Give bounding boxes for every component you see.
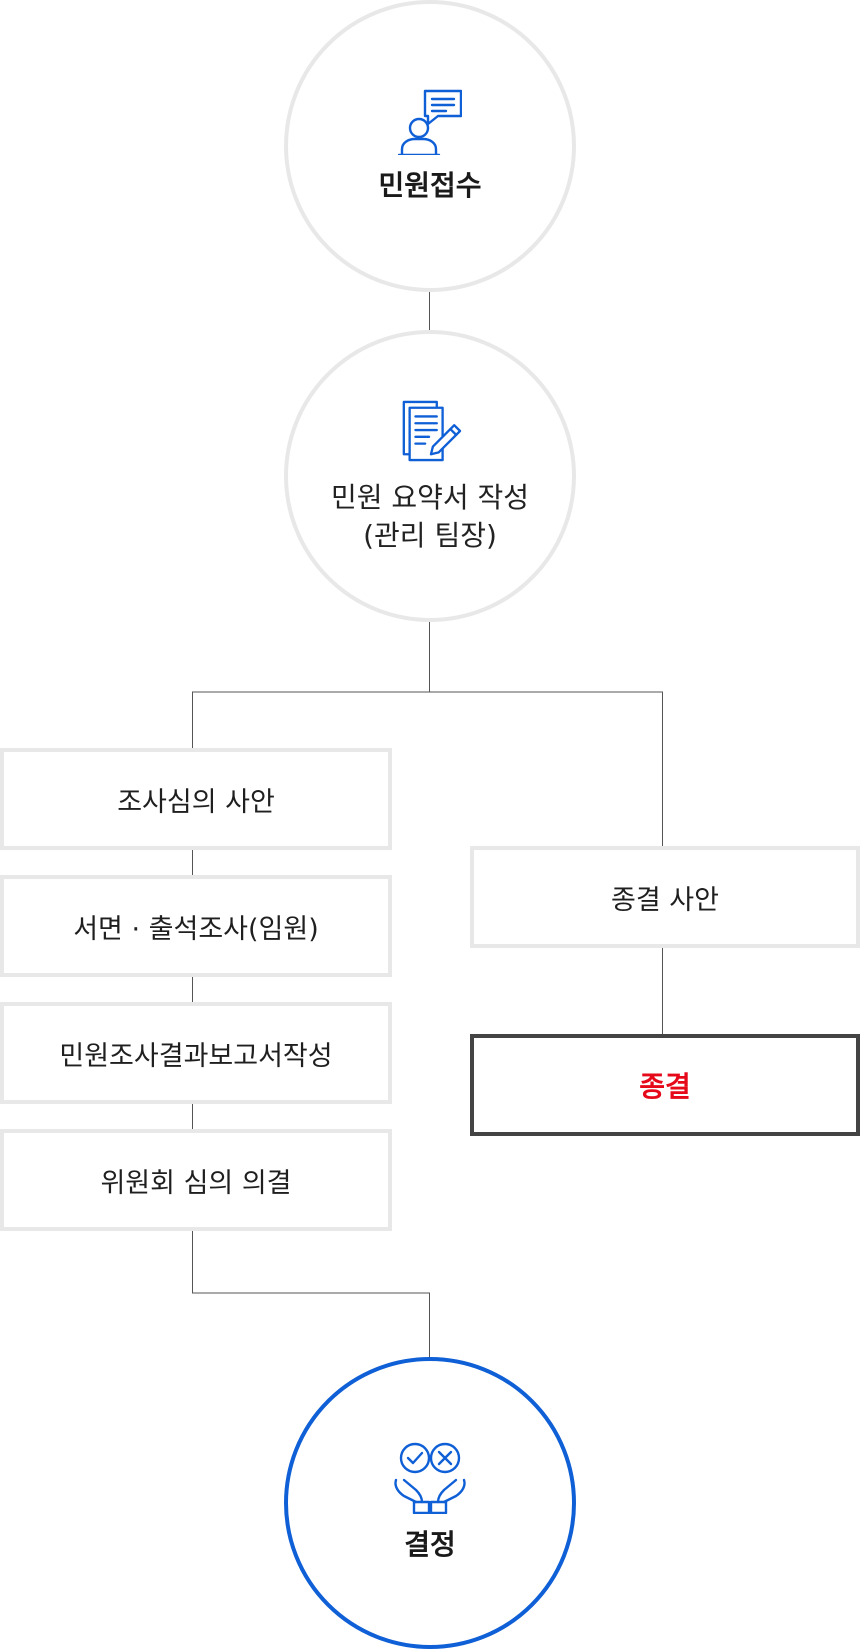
investigation-case-box: 조사심의 사안 [0,748,392,850]
connector-step2-investigation [192,622,430,748]
step-summary-label: 민원 요약서 작성 (관리 팀장) [331,479,529,555]
step-summary-line2: (관리 팀장) [363,519,497,552]
step-summary-line1: 민원 요약서 작성 [330,481,530,514]
committee-resolution-box: 위원회 심의 의결 [0,1129,392,1231]
written-attendance-investigation-box: 서면 · 출석조사(임원) [0,875,392,977]
connector-step2-closing [429,691,663,846]
step-receipt-circle: 민원접수 [284,0,576,292]
closing-end-box: 종결 [470,1034,860,1136]
document-pen-icon [402,400,462,462]
person-speech-icon [398,89,462,155]
connector-investigation-decision [192,1229,430,1359]
step-summary-circle: 민원 요약서 작성 (관리 팀장) [284,330,576,622]
step-receipt-label: 민원접수 [378,169,482,202]
closing-case-box: 종결 사안 [470,846,860,948]
hands-check-cross-icon [394,1442,466,1514]
step-decision-label: 결정 [404,1528,456,1561]
step-decision-circle: 결정 [284,1357,576,1649]
investigation-report-box: 민원조사결과보고서작성 [0,1002,392,1104]
